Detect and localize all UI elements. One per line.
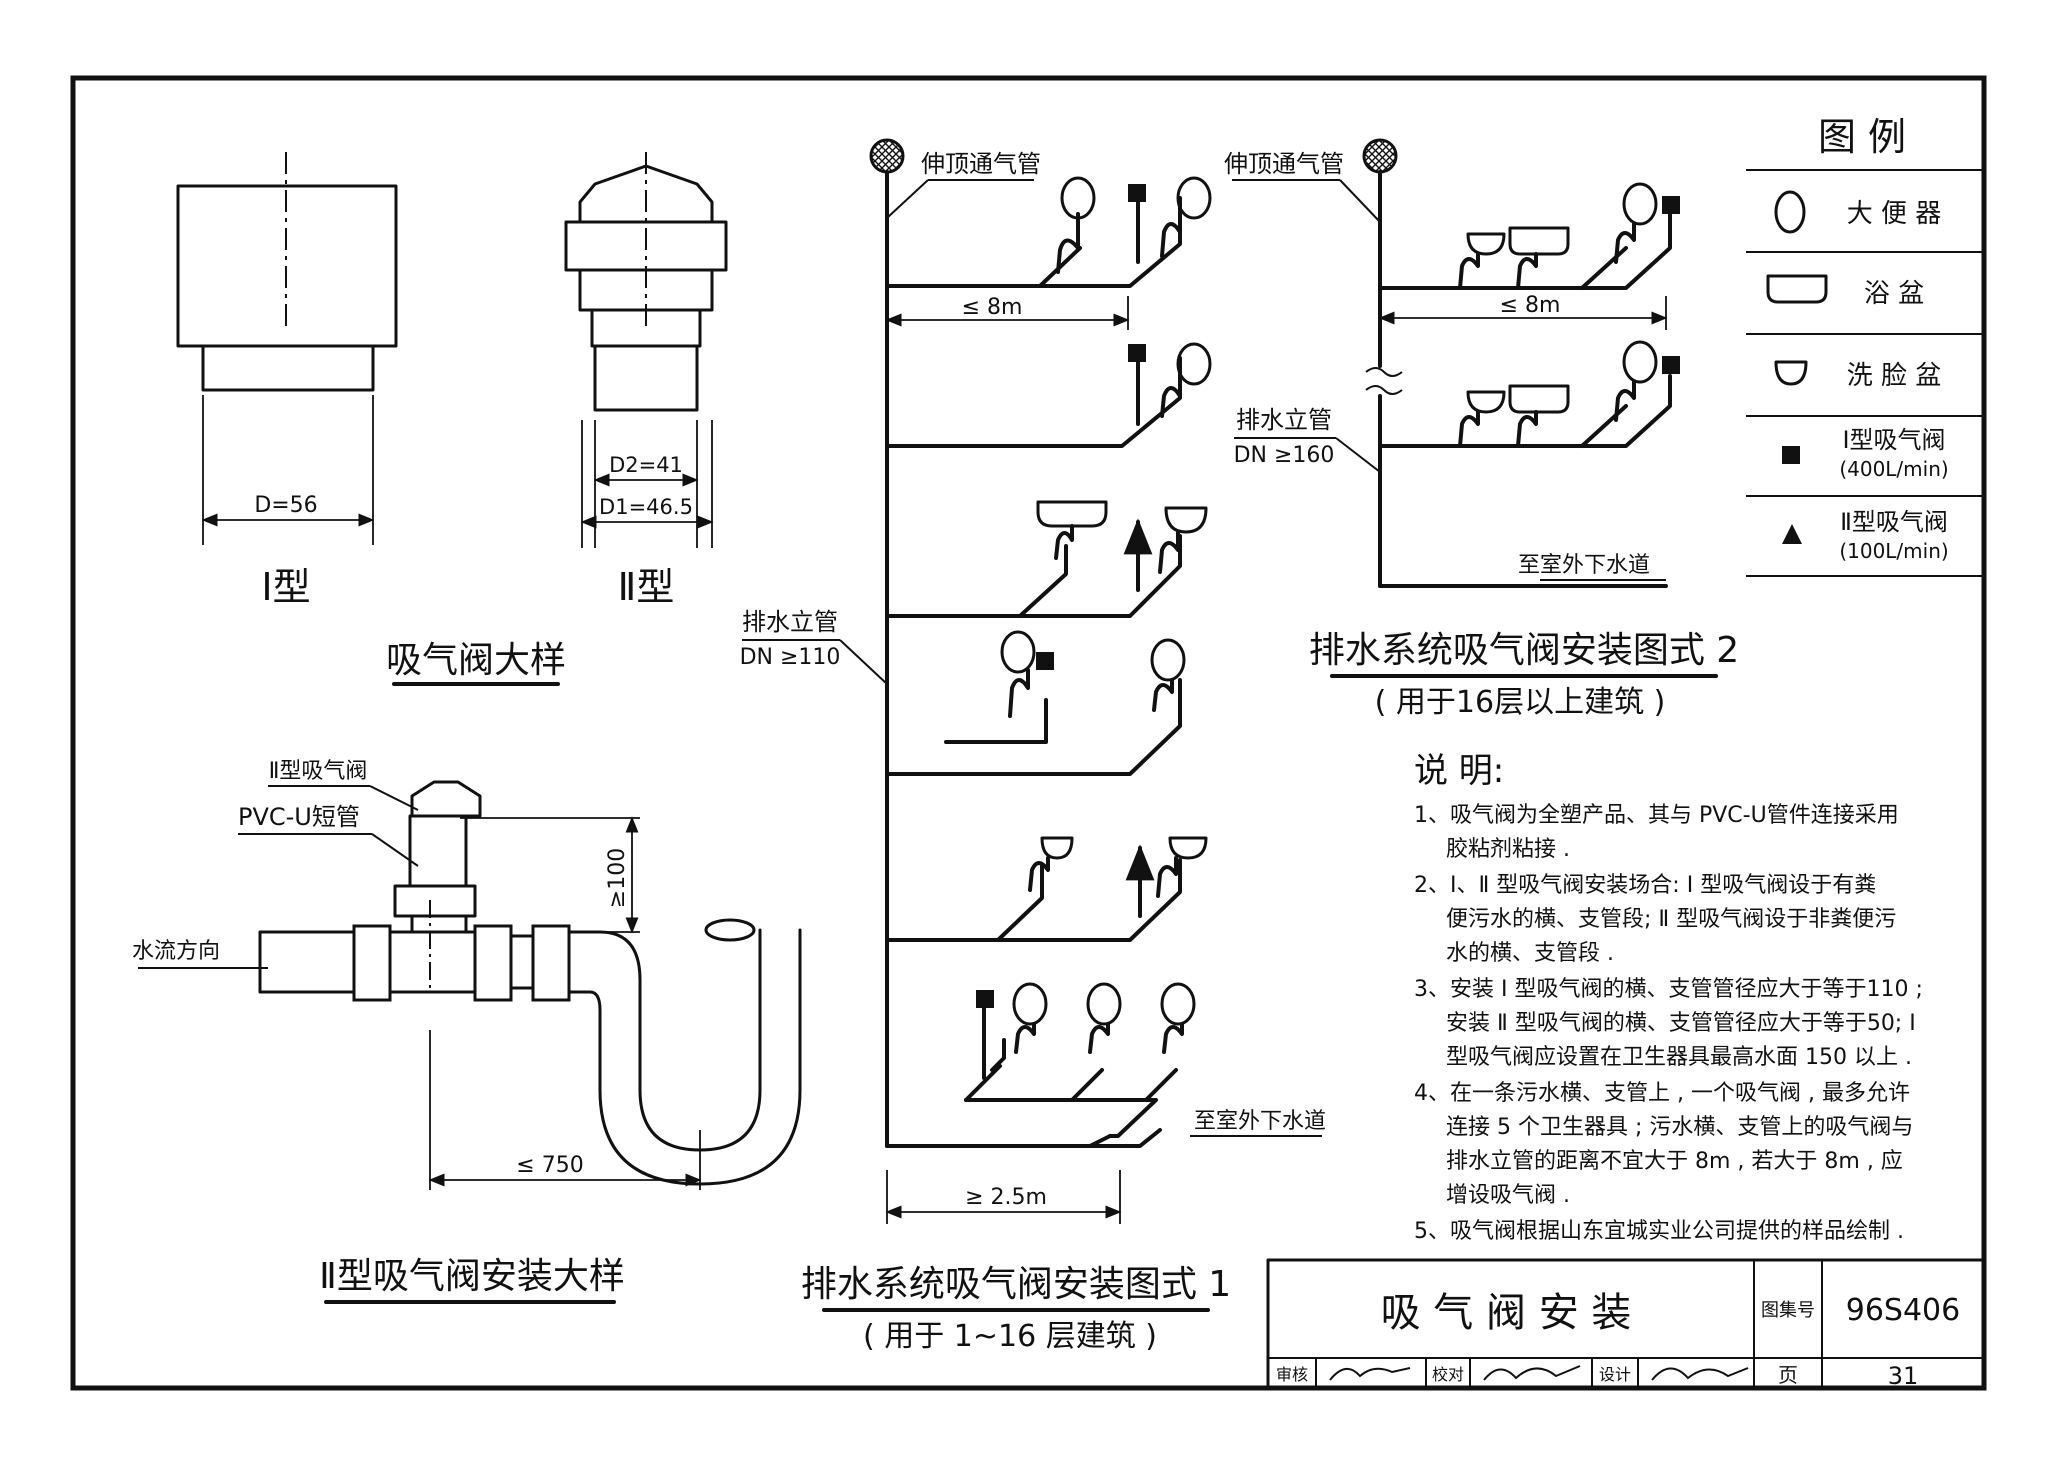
install-dist-dim: ≤ 750 — [516, 1153, 583, 1178]
install-valve-label: Ⅱ型吸气阀 — [269, 759, 368, 784]
square-valve-icon — [1128, 184, 1146, 202]
scheme1-outlet-label: 至室外下水道 — [1194, 1109, 1326, 1134]
scheme2-stack-label: 排水立管 — [1236, 406, 1332, 434]
scheme1-subtitle: ( 用于 1~16 层建筑 ) — [863, 1319, 1157, 1354]
scheme2-outlet-label: 至室外下水道 — [1518, 553, 1650, 578]
valve-detail-title: 吸气阀大样 — [386, 640, 566, 681]
scheme2-stack-dn: DN ≥160 — [1234, 443, 1335, 468]
note-line: 4、在一条污水横、支管上 , 一个吸气阀 , 最多允许 — [1414, 1081, 1910, 1106]
legend-item-valve2-sub: (100L/min) — [1839, 539, 1948, 563]
legend-item-bathtub: 浴 盆 — [1864, 279, 1924, 309]
note-line: 增设吸气阀 . — [1446, 1183, 1570, 1208]
type1-valve-drawing: D=56 Ⅰ型 — [176, 152, 398, 609]
washbasin-icon — [1774, 360, 1808, 386]
legend-item-valve2: Ⅱ型吸气阀 — [1840, 508, 1948, 536]
note-line: 型吸气阀应设置在卫生器具最高水面 150 以上 . — [1446, 1045, 1912, 1070]
note-line: 5、吸气阀根据山东宜城实业公司提供的样品绘制 . — [1414, 1219, 1904, 1244]
type2-dim-d2: D2=41 — [609, 453, 683, 477]
legend-item-valve1-sub: (400L/min) — [1839, 457, 1948, 481]
scheme1-dim-bottom: ≥ 2.5m — [965, 1185, 1047, 1210]
scheme1: 伸顶通气管 ≤ 8m — [740, 138, 1326, 1354]
legend: 图 例 大 便 器 浴 盆 洗 脸 盆 Ⅰ型吸气阀 (400L/min) Ⅱ型吸… — [1746, 115, 1984, 577]
scheme2: 伸顶通气管 ≤ 8m 排水立管 DN ≥160 至室外下水道 — [1224, 138, 1739, 720]
note-line: 3、安装 Ⅰ 型吸气阀的横、支管管径应大于等于110 ; — [1414, 977, 1923, 1002]
bathtub-icon — [1766, 274, 1828, 304]
note-line: 1、吸气阀为全塑产品、其与 PVC-U管件连接采用 — [1414, 803, 1899, 828]
install-detail-title: Ⅱ型吸气阀安装大样 — [319, 1256, 625, 1297]
page-label: 页 — [1778, 1363, 1798, 1387]
scheme1-vent-label: 伸顶通气管 — [921, 150, 1041, 178]
valve-detail: D=56 Ⅰ型 D2=41 D1=46.5 Ⅱ型 吸气阀大样 — [176, 152, 728, 686]
title-block: 吸 气 阀 安 装 图集号 96S406 审核 校对 设计 页 31 — [1266, 1258, 1986, 1390]
install-height-dim: ≥100 — [605, 848, 630, 908]
legend-title: 图 例 — [1818, 115, 1906, 159]
scheme2-dim-top: ≤ 8m — [1500, 293, 1561, 318]
square-valve-icon — [1782, 446, 1800, 464]
scheme1-stack-label: 排水立管 — [742, 608, 838, 636]
scheme2-title: 排水系统吸气阀安装图式 2 — [1309, 630, 1739, 671]
notes: 说 明: 1、吸气阀为全塑产品、其与 PVC-U管件连接采用 胶粘剂粘接 . 2… — [1414, 751, 1923, 1244]
scheme1-title: 排水系统吸气阀安装图式 1 — [801, 1264, 1231, 1305]
legend-item-valve1: Ⅰ型吸气阀 — [1842, 426, 1945, 454]
triangle-valve-icon — [1782, 524, 1802, 544]
note-line: 便污水的横、支管段; Ⅱ 型吸气阀设于非粪便污 — [1446, 907, 1896, 932]
scheme2-subtitle: ( 用于16层以上建筑 ) — [1375, 685, 1666, 720]
legend-item-toilet: 大 便 器 — [1847, 199, 1942, 229]
drawing-title: 吸 气 阀 安 装 — [1381, 1290, 1632, 1336]
scheme1-dim-top: ≤ 8m — [962, 295, 1023, 320]
note-line: 胶粘剂粘接 . — [1446, 837, 1570, 862]
page-no: 31 — [1888, 1362, 1919, 1390]
note-line: 2、Ⅰ、Ⅱ 型吸气阀安装场合: Ⅰ 型吸气阀设于有粪 — [1414, 873, 1876, 898]
toilet-icon — [1774, 190, 1806, 234]
type1-label: Ⅰ型 — [261, 565, 310, 609]
type2-valve-drawing: D2=41 D1=46.5 Ⅱ型 — [564, 152, 728, 609]
type2-label: Ⅱ型 — [618, 565, 675, 609]
note-line: 连接 5 个卫生器具 ; 污水横、支管上的吸气阀与 — [1446, 1115, 1913, 1140]
note-line: 安装 Ⅱ 型吸气阀的横、支管管径应大于等于50; Ⅰ — [1446, 1011, 1916, 1036]
type2-dim-d1: D1=46.5 — [599, 495, 693, 519]
sheet-border — [70, 75, 1987, 1391]
legend-item-washbasin: 洗 脸 盆 — [1847, 361, 1942, 391]
check-label: 校对 — [1432, 1365, 1464, 1384]
install-pipe-label: PVC-U短管 — [238, 803, 360, 831]
design-label: 设计 — [1599, 1365, 1631, 1384]
flow-label: 水流方向 — [132, 939, 220, 964]
scheme1-stack-dn: DN ≥110 — [740, 645, 841, 670]
install-detail: Ⅱ型吸气阀 PVC-U短管 水流方向 ≥100 — [132, 759, 802, 1304]
note-line: 排水立管的距离不宜大于 8m , 若大于 8m , 应 — [1446, 1149, 1903, 1174]
scheme2-vent-label: 伸顶通气管 — [1224, 150, 1344, 178]
atlas-label: 图集号 — [1761, 1300, 1815, 1321]
type1-dim: D=56 — [254, 493, 317, 518]
notes-heading: 说 明: — [1414, 751, 1504, 791]
atlas-no: 96S406 — [1846, 1293, 1960, 1328]
review-label: 审核 — [1276, 1365, 1308, 1384]
note-line: 水的横、支管段 . — [1446, 941, 1614, 966]
